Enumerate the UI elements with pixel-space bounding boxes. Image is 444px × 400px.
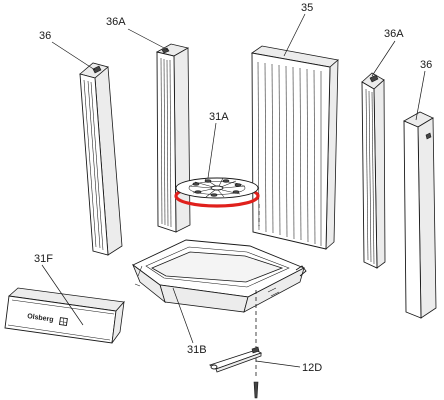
- part-31b-ash-tray: [132, 239, 307, 313]
- brand-logo-text: Olsberg: [27, 313, 54, 324]
- label-36-left: 36: [39, 30, 51, 42]
- label-36a-right: 36A: [384, 28, 404, 40]
- part-36-right-brick: [403, 111, 437, 319]
- label-35: 35: [301, 2, 313, 14]
- label-31a: 31A: [209, 111, 229, 123]
- part-12d-lever: [208, 346, 263, 373]
- part-36a-right-brick: [361, 72, 386, 269]
- part-31f-ash-pan: Olsberg: [4, 287, 125, 344]
- assembly-axis: [253, 204, 260, 399]
- part-36-left-brick: [79, 62, 123, 256]
- label-31b: 31B: [187, 344, 207, 356]
- leader-lines: [41, 13, 426, 368]
- part-labels: 36 36A 35 36A 36 31A 31F 31B 12D: [34, 2, 432, 374]
- part-35-back-panel: [250, 45, 339, 250]
- label-36-right: 36: [420, 59, 432, 71]
- part-31a-grate: [174, 177, 260, 208]
- label-31f: 31F: [34, 253, 53, 265]
- label-36a-left: 36A: [106, 16, 126, 28]
- label-12d: 12D: [302, 362, 322, 374]
